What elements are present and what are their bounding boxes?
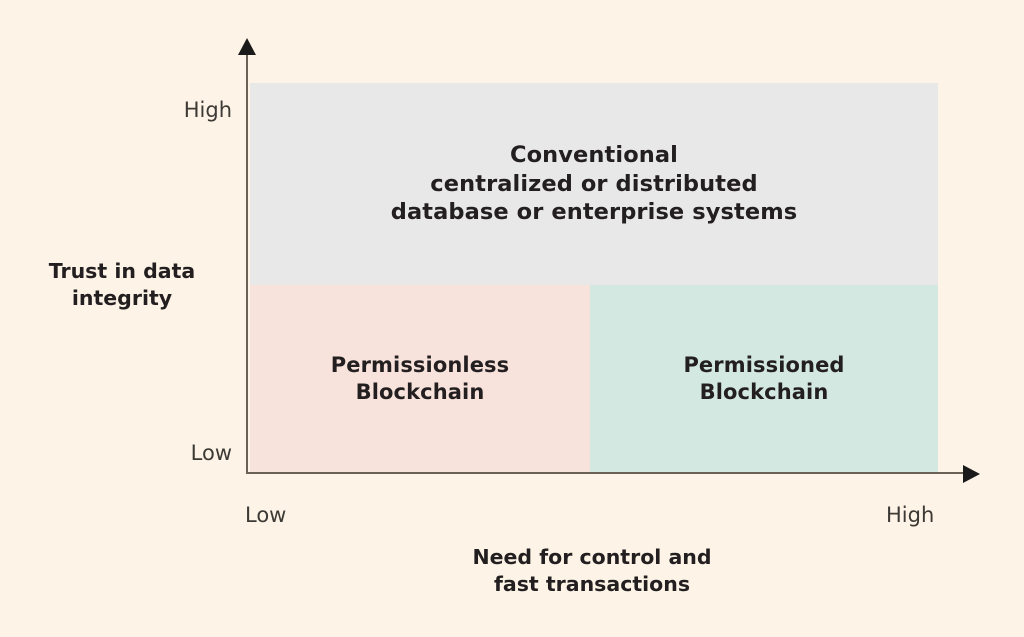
x-axis-arrow-icon: [963, 464, 980, 483]
permissionless-line-1: Permissionless: [330, 353, 510, 378]
quadrant-conventional-label: Conventional centralized or distributed …: [391, 141, 797, 227]
permissioned-line-2: Blockchain: [699, 380, 829, 404]
y-axis-low-tick-label: Low: [190, 441, 232, 465]
conventional-line-3: database or enterprise systems: [390, 199, 798, 226]
quadrant-permissioned-blockchain: Permissioned Blockchain: [590, 285, 938, 473]
x-axis-title-line-1: Need for control and: [472, 545, 712, 569]
y-axis-line: [246, 52, 249, 474]
x-axis-low-tick-label: Low: [245, 503, 287, 527]
y-axis-title: Trust in data integrity: [22, 258, 222, 312]
y-axis-title-line-2: integrity: [71, 286, 173, 311]
y-axis-high-tick-label: High: [183, 98, 232, 122]
conventional-line-1: Conventional: [510, 141, 678, 168]
quadrant-permissioned-label: Permissioned Blockchain: [683, 352, 844, 406]
permissioned-line-1: Permissioned: [683, 353, 845, 378]
x-axis-title-line-2: fast transactions: [493, 572, 691, 597]
conventional-line-2: centralized or distributed: [430, 170, 758, 197]
x-axis-high-tick-label: High: [886, 503, 935, 527]
quadrant-permissionless-blockchain: Permissionless Blockchain: [250, 285, 590, 473]
x-axis-title: Need for control and fast transactions: [362, 544, 822, 598]
quadrant-permissionless-label: Permissionless Blockchain: [331, 352, 510, 406]
x-axis-line: [247, 472, 965, 475]
y-axis-title-line-1: Trust in data: [48, 259, 196, 283]
y-axis-arrow-icon: [238, 38, 256, 55]
permissionless-line-2: Blockchain: [355, 380, 485, 404]
quadrant-conventional: Conventional centralized or distributed …: [250, 83, 938, 285]
